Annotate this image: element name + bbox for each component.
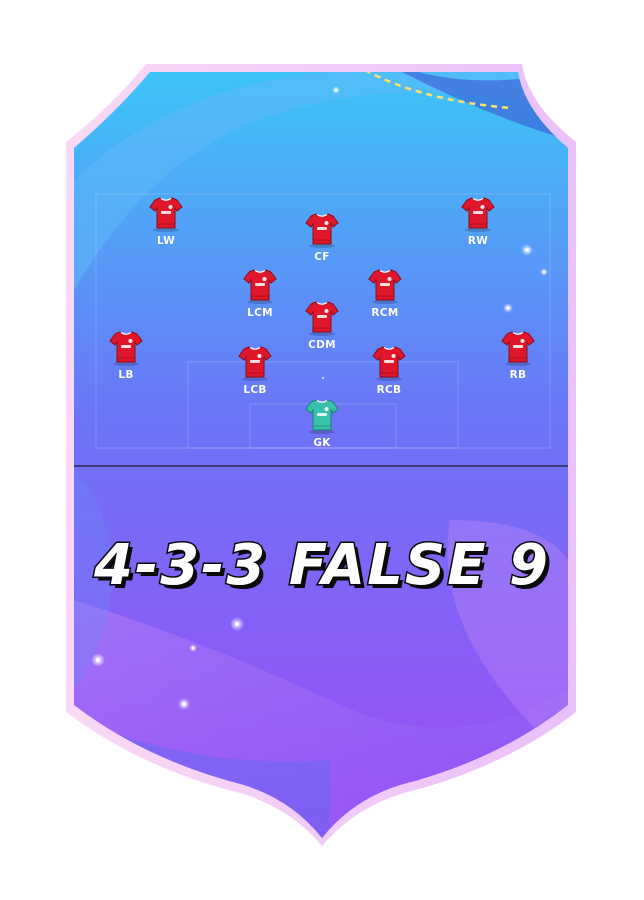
player-gk: GK <box>292 398 352 449</box>
player-position-label: RB <box>509 369 527 381</box>
player-position-label: LW <box>156 235 176 247</box>
player-position-label: GK <box>313 437 331 449</box>
jersey-icon <box>225 345 285 381</box>
player-lw: LW <box>136 196 196 247</box>
player-position-label: RCM <box>371 307 399 319</box>
player-cdm: CDM <box>292 300 352 351</box>
player-position-label: CF <box>314 251 330 263</box>
player-cf: CF <box>292 212 352 263</box>
player-position-label: LB <box>118 369 134 381</box>
formation-title: 4-3-3 FALSE 9 <box>93 532 550 600</box>
player-rcb: RCB <box>359 345 419 396</box>
player-lcb: LCB <box>225 345 285 396</box>
player-rb: RB <box>488 330 548 381</box>
jersey-icon <box>230 268 290 304</box>
jersey-icon <box>292 300 352 336</box>
jersey-icon <box>488 330 548 366</box>
player-position-label: LCB <box>243 384 267 396</box>
player-rcm: RCM <box>355 268 415 319</box>
jersey-icon <box>355 268 415 304</box>
jersey-icon <box>292 212 352 248</box>
player-position-label: RW <box>467 235 489 247</box>
player-lb: LB <box>96 330 156 381</box>
player-position-label: RCB <box>376 384 402 396</box>
player-lcm: LCM <box>230 268 290 319</box>
player-rw: RW <box>448 196 508 247</box>
jersey-icon <box>96 330 156 366</box>
player-position-label: CDM <box>308 339 336 351</box>
goalkeeper-jersey-icon <box>292 398 352 434</box>
jersey-icon <box>136 196 196 232</box>
player-position-label: LCM <box>247 307 273 319</box>
jersey-icon <box>359 345 419 381</box>
jersey-icon <box>448 196 508 232</box>
